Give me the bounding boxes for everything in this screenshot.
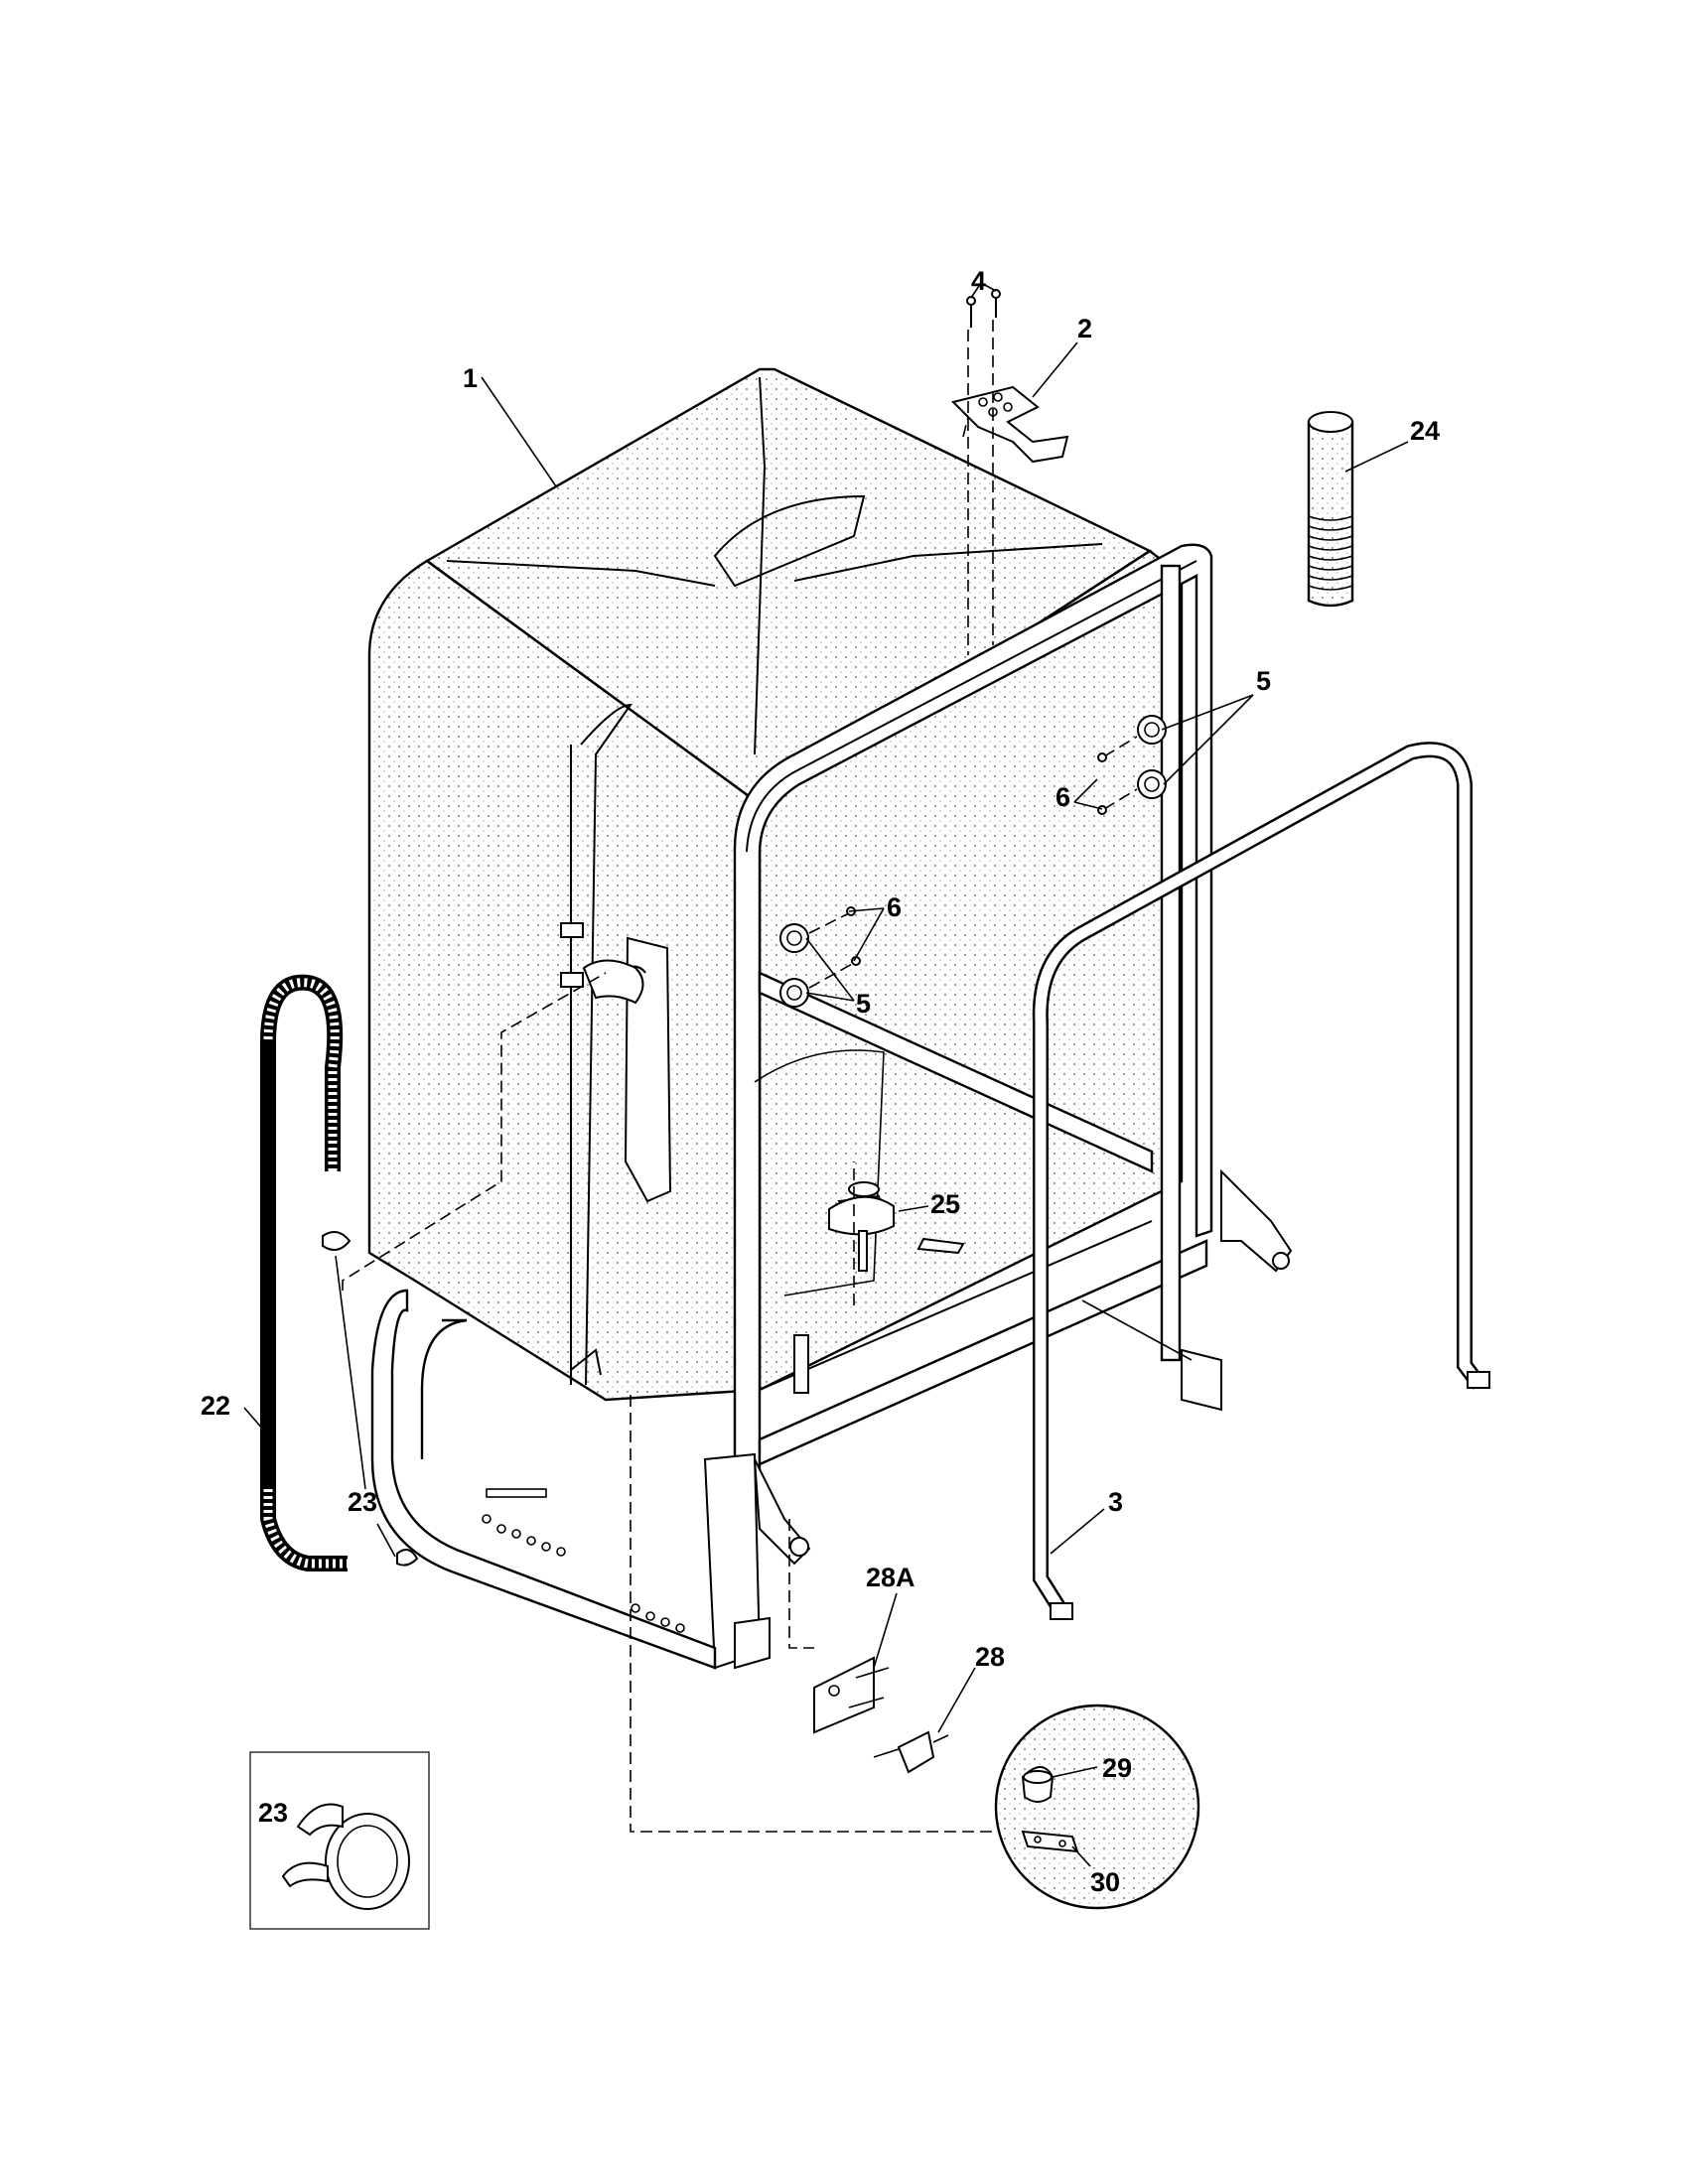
label-part-25: 25 (930, 1189, 960, 1219)
assembly-dash-lines (342, 320, 995, 1833)
base-frame (370, 1289, 717, 1670)
part-28a-bracket (813, 1656, 890, 1734)
leader-lines (243, 282, 1409, 1867)
label-part-3: 3 (1108, 1487, 1123, 1517)
label-part-23-inset: 23 (258, 1798, 288, 1828)
label-part-6-lower: 6 (887, 892, 902, 922)
label-part-23: 23 (348, 1487, 377, 1517)
label-part-28a: 28A (866, 1563, 915, 1592)
part-4-screws (966, 289, 1001, 328)
tub (367, 367, 1184, 1402)
label-part-5-upper: 5 (1256, 666, 1271, 696)
label-part-4: 4 (971, 266, 986, 296)
callout-labels: 1 2 3 4 5 5 6 6 22 23 23 24 25 28 28A 29… (201, 266, 1440, 1897)
part-3-gasket (1032, 742, 1490, 1620)
part-25-float (754, 1049, 965, 1394)
label-part-22: 22 (201, 1391, 230, 1421)
part-2-bracket (951, 385, 1069, 464)
inset-clamp-23 (249, 1751, 430, 1930)
label-part-24: 24 (1410, 416, 1440, 446)
label-part-28: 28 (975, 1642, 1005, 1672)
detail-circle (994, 1704, 1200, 1910)
label-part-6-upper: 6 (1055, 782, 1070, 812)
door-frame (703, 543, 1293, 1670)
part-24-tube (1307, 411, 1354, 608)
label-part-5-lower: 5 (856, 989, 871, 1019)
base-rail-holes (482, 1488, 685, 1633)
label-part-29: 29 (1102, 1753, 1132, 1783)
part-22-drain-hose (260, 974, 419, 1571)
label-part-1: 1 (463, 363, 478, 393)
label-part-30: 30 (1090, 1867, 1120, 1897)
part-28-switch (873, 1730, 949, 1774)
part-6-screws (808, 736, 1138, 989)
label-part-2: 2 (1077, 314, 1092, 343)
